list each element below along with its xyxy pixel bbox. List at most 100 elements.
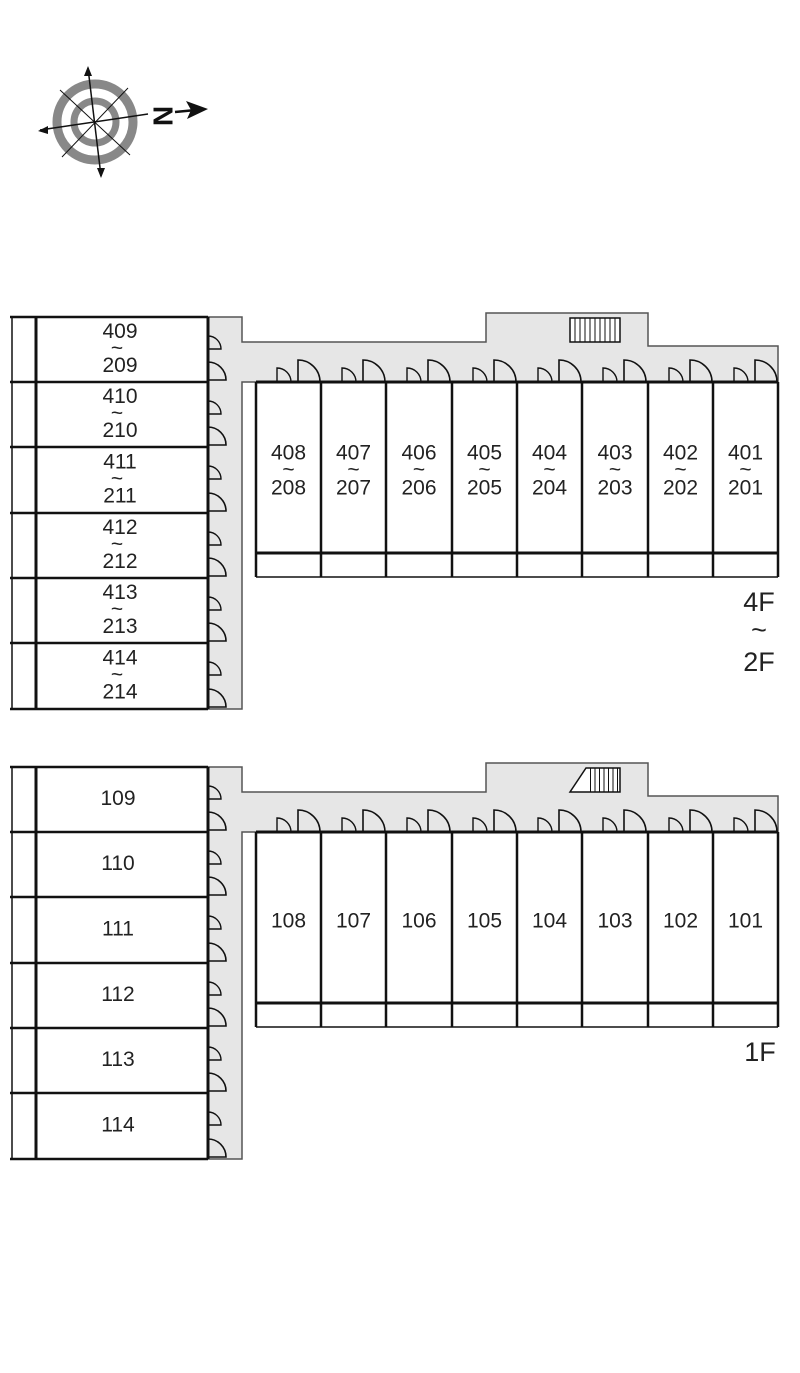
- unit-room: 403~203: [597, 442, 632, 500]
- door-swing-icon: [207, 876, 227, 896]
- corridor: [207, 762, 779, 1160]
- range-mark: ~: [111, 598, 123, 621]
- unit-number: 102: [663, 910, 698, 933]
- range-mark: ~: [478, 459, 490, 482]
- unit-room: 102: [663, 910, 698, 933]
- door-swing-icon: [207, 1111, 222, 1126]
- compass-north-label: N: [148, 106, 179, 126]
- floor-plan-upper: 409~209410~210411~211412~212413~213414~2…: [10, 312, 780, 711]
- door-swing-icon: [207, 622, 227, 642]
- unit-number: 209: [102, 354, 137, 377]
- range-mark: ~: [739, 459, 751, 482]
- unit-number: 201: [728, 477, 763, 500]
- unit-room: 105: [467, 910, 502, 933]
- unit-number: 411: [103, 451, 136, 474]
- door-swing-icon: [207, 492, 227, 512]
- door-swing-icon: [733, 817, 749, 833]
- unit-room: 407~207: [336, 442, 371, 500]
- unit-room: 104: [532, 910, 567, 933]
- floor-label: 2F: [743, 647, 775, 677]
- door-swing-icon: [207, 596, 222, 611]
- door-swing-icon: [207, 1007, 227, 1027]
- door-swing-icon: [754, 809, 778, 833]
- unit-room: 111: [102, 918, 134, 941]
- range-mark: ~: [413, 459, 425, 482]
- unit-number: 213: [102, 615, 137, 638]
- unit-number: 408: [271, 442, 306, 465]
- unit-number: 104: [532, 910, 567, 933]
- range-mark: ~: [111, 402, 123, 425]
- unit-number: 106: [401, 910, 436, 933]
- compass-inner-ring: [70, 97, 120, 147]
- range-mark: ~: [111, 337, 123, 360]
- unit-number: 410: [102, 385, 137, 408]
- door-swing-icon: [207, 557, 227, 577]
- door-swing-icon: [207, 1046, 222, 1061]
- unit-number: 105: [467, 910, 502, 933]
- unit-number: 414: [102, 647, 137, 670]
- door-swing-icon: [341, 817, 357, 833]
- range-mark: ~: [111, 664, 123, 687]
- unit-room: 402~202: [663, 442, 698, 500]
- unit-number: 113: [101, 1048, 134, 1071]
- door-swing-icon: [207, 661, 222, 676]
- floor-label: 1F: [744, 1037, 776, 1067]
- range-mark: ~: [347, 459, 359, 482]
- unit-number: 109: [100, 787, 135, 810]
- unit-number: 112: [101, 983, 134, 1006]
- door-swing-icon: [537, 817, 553, 833]
- unit-number: 205: [467, 477, 502, 500]
- unit-room: 107: [336, 910, 371, 933]
- unit-room: 114: [101, 1114, 135, 1137]
- unit-number: 405: [467, 442, 502, 465]
- unit-number: 210: [102, 419, 137, 442]
- door-swing-icon: [341, 367, 357, 383]
- door-swing-icon: [207, 915, 222, 930]
- unit-number: 208: [271, 477, 306, 500]
- compass-outer-ring: [52, 79, 138, 165]
- unit-room: 405~205: [467, 442, 502, 500]
- door-swing-icon: [207, 785, 222, 800]
- door-swing-icon: [493, 359, 517, 383]
- range-mark: ~: [674, 459, 686, 482]
- unit-room: 410~210: [102, 385, 137, 442]
- door-swing-icon: [427, 359, 451, 383]
- unit-number: 108: [271, 910, 306, 933]
- unit-room: 404~204: [532, 442, 567, 500]
- compass-arrowhead: [84, 66, 92, 76]
- door-swing-icon: [537, 367, 553, 383]
- unit-number: 202: [663, 477, 698, 500]
- range-mark: ~: [751, 615, 767, 645]
- compass-diagonal: [61, 87, 129, 158]
- door-swing-icon: [558, 359, 582, 383]
- door-swing-icon: [207, 335, 222, 350]
- compass-arrowhead: [97, 168, 105, 178]
- door-swing-icon: [668, 367, 684, 383]
- door-swing-icon: [602, 817, 618, 833]
- door-swing-icon: [427, 809, 451, 833]
- range-mark: ~: [111, 468, 123, 491]
- door-swing-icon: [207, 361, 227, 381]
- unit-room: 409~209: [102, 320, 137, 377]
- unit-number: 214: [102, 681, 137, 704]
- door-swing-icon: [472, 367, 488, 383]
- unit-number: 103: [597, 910, 632, 933]
- unit-number: 404: [532, 442, 567, 465]
- door-swing-icon: [558, 809, 582, 833]
- door-swing-icon: [406, 367, 422, 383]
- door-swing-icon: [297, 809, 321, 833]
- unit-number: 204: [532, 477, 567, 500]
- door-swing-icon: [623, 809, 647, 833]
- unit-number: 413: [102, 581, 137, 604]
- range-mark: ~: [609, 459, 621, 482]
- unit-number: 114: [101, 1114, 135, 1137]
- unit-number: 101: [728, 910, 763, 933]
- unit-room: 113: [101, 1048, 134, 1071]
- unit-room: 411~211: [103, 451, 136, 508]
- door-swing-icon: [207, 531, 222, 546]
- range-mark: ~: [111, 533, 123, 556]
- door-swing-icon: [207, 1138, 227, 1158]
- door-swing-icon: [207, 688, 227, 708]
- unit-room: 413~213: [102, 581, 137, 638]
